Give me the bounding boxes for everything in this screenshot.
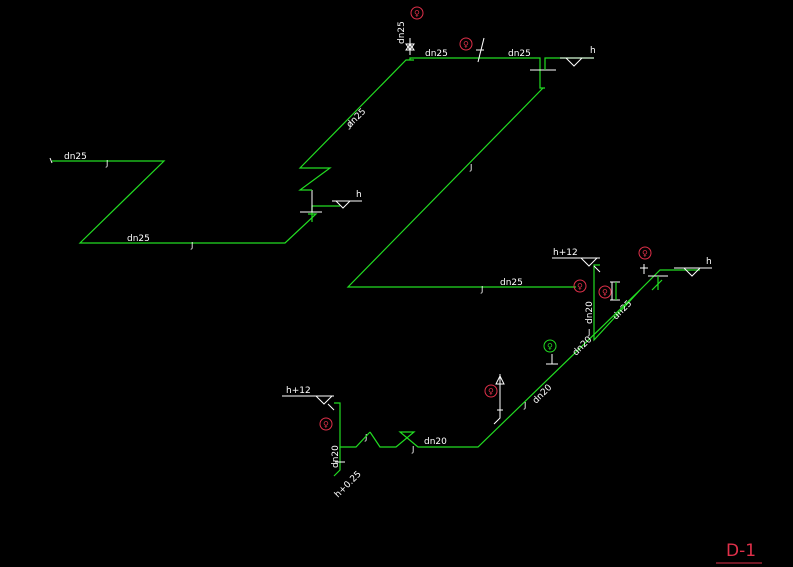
- lower-run: dn20 J ♀ dn20 J ♀ dn20 J J: [364, 289, 641, 454]
- svg-text:♀: ♀: [463, 40, 469, 49]
- marker-circle: [543, 339, 557, 353]
- marker-circle: [484, 384, 498, 398]
- pipe-marker-label: J: [469, 163, 472, 172]
- marker-circle: [573, 279, 587, 293]
- drawing-title: D-1: [726, 541, 756, 561]
- middle-run: J J dn25 ♀: [346, 87, 587, 294]
- elevation-label: h+12: [286, 386, 311, 396]
- pipe-marker-label: J: [587, 328, 590, 337]
- elevation-label: h+12: [553, 248, 578, 258]
- svg-text:♀: ♀: [642, 249, 648, 258]
- pipe-marker-label: J: [190, 241, 193, 250]
- marker-circle: [459, 37, 473, 51]
- elevation-label: h+0.25: [333, 470, 364, 501]
- upper-left-branch: dn25 J dn25 J: [49, 152, 318, 250]
- pipe-size-label: dn25: [611, 299, 634, 322]
- svg-text:♀: ♀: [577, 282, 583, 291]
- lower-left-riser: h+12 ♀ dn20 h+0.25: [282, 386, 371, 501]
- pipe-size-label: dn25: [508, 49, 531, 59]
- pipe-marker-label: J: [105, 159, 108, 168]
- svg-text:♀: ♀: [602, 288, 608, 297]
- pipe-marker-label: J: [348, 121, 351, 130]
- pipe-size-label: dn20: [424, 437, 447, 447]
- pipe-size-label: dn25: [500, 278, 523, 288]
- pipe-segment: [369, 289, 641, 448]
- pipe-segment: [52, 160, 318, 244]
- right-branch: h+12 dn20 ♀ dn25 ♀ h: [552, 246, 712, 342]
- marker-circle: [638, 246, 652, 260]
- elevation-label: h: [356, 190, 362, 200]
- svg-text:♀: ♀: [414, 9, 420, 18]
- pipe-marker-label: J: [480, 285, 483, 294]
- pipe-size-label: dn25: [64, 152, 87, 162]
- marker-circle: [410, 6, 424, 20]
- pipe-segment: [346, 87, 576, 288]
- pipe-size-label: dn25: [425, 49, 448, 59]
- marker-circle: [598, 285, 612, 299]
- svg-text:♀: ♀: [323, 420, 329, 429]
- drawing-title-block: D-1: [716, 541, 762, 564]
- pipe-segment: [409, 57, 545, 89]
- svg-text:♀: ♀: [488, 387, 494, 396]
- svg-text:♀: ♀: [547, 342, 553, 351]
- elevation-label: h: [590, 46, 596, 56]
- top-run: dn25 ♀ dn25 ♀ dn25 h: [397, 6, 596, 89]
- pipe-size-label: dn25: [127, 234, 150, 244]
- pipe-marker-label: J: [411, 445, 414, 454]
- pipe-size-label: dn20: [331, 445, 341, 468]
- elevation-label: h: [706, 257, 712, 267]
- upper-left-riser: dn25 J h: [298, 59, 414, 222]
- pipe-size-label: dn25: [397, 21, 407, 44]
- pipe-size-label: dn20: [531, 383, 554, 406]
- pipe-segment: [593, 264, 600, 287]
- pipe-size-label: dn20: [585, 301, 595, 324]
- pipe-marker-label: J: [523, 401, 526, 410]
- marker-circle: [319, 417, 333, 431]
